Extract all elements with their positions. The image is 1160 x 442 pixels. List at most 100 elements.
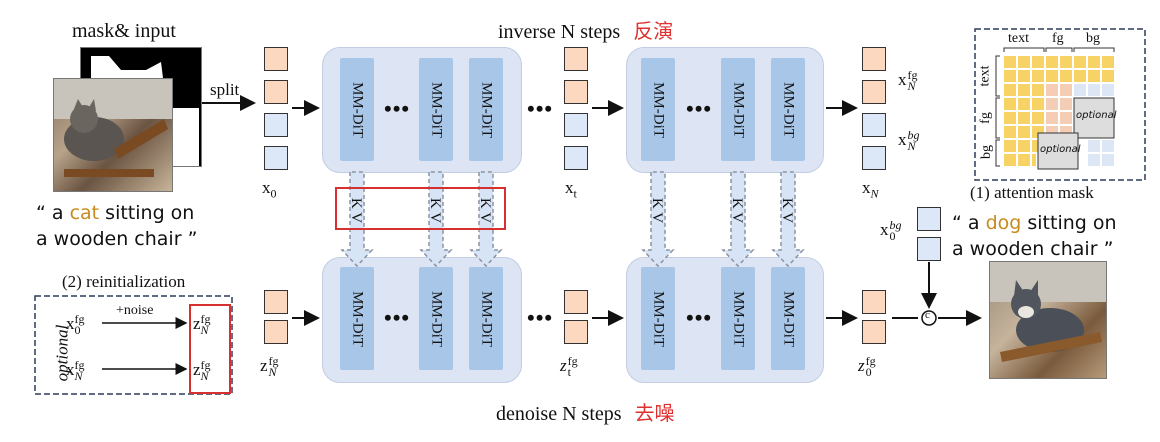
denoise-steps-title: denoise N steps 去噪 — [496, 397, 675, 426]
mmdit-block: MM-DiT — [419, 267, 453, 370]
mmdit-block: MM-DiT — [771, 267, 805, 370]
input-title: mask& input — [72, 20, 176, 42]
kv-label: K V — [729, 197, 746, 224]
denoise-steps-cn: 去噪 — [634, 403, 675, 425]
output-image — [989, 261, 1107, 379]
token-bg — [917, 207, 941, 231]
attn-mask-box — [974, 28, 1146, 181]
denoise-steps-label: denoise N steps — [496, 403, 622, 425]
inverse-steps-label: inverse N steps — [498, 21, 621, 43]
input-image — [53, 78, 173, 192]
caption-text: “ a — [36, 202, 70, 224]
mmdit-block: MM-DiT — [721, 267, 755, 370]
concat-symbol: c — [925, 309, 930, 321]
inverse-steps-title: inverse N steps 反演 — [498, 15, 673, 44]
attn-col-text: text — [1008, 31, 1029, 46]
token-fg — [564, 320, 588, 344]
noise-label: +noise — [116, 303, 154, 318]
token-fg — [264, 290, 288, 314]
kv-arrow — [340, 171, 374, 268]
inverse-steps-cn: 反演 — [633, 21, 674, 43]
mmdit-block: MM-DiT — [469, 267, 503, 370]
token-fg — [264, 47, 288, 71]
caption-keyword-cat: cat — [69, 202, 100, 224]
kv-label: K V — [348, 197, 365, 224]
token-fg — [264, 320, 288, 344]
source-caption: “ a cat sitting on a wooden chair ” — [36, 200, 197, 252]
kv-label: K V — [779, 197, 796, 224]
caption-text: a wooden chair ” — [952, 238, 1114, 260]
token-fg — [862, 320, 886, 344]
attn-optional: optional — [1040, 144, 1081, 155]
mmdit-block: MM-DiT — [419, 58, 453, 161]
ellipsis: ••• — [384, 305, 411, 330]
attn-optional: optional — [1076, 110, 1117, 121]
caption-text: a wooden chair ” — [36, 228, 198, 250]
caption-text: sitting on — [99, 202, 195, 224]
token-fg — [564, 290, 588, 314]
kv-arrow — [469, 171, 503, 268]
token-fg — [564, 47, 588, 71]
kv-arrow — [419, 171, 453, 268]
token-fg — [862, 80, 886, 104]
target-caption: “ a dog sitting on a wooden chair ” — [952, 210, 1117, 262]
kv-highlight-box — [335, 187, 506, 230]
mmdit-block: MM-DiT — [340, 267, 374, 370]
attn-col-fg: fg — [1052, 31, 1064, 46]
attn-title: (1) attention mask — [970, 183, 1094, 202]
reinit-highlight — [189, 304, 231, 394]
attn-col-bg: bg — [1086, 31, 1100, 46]
caption-text: sitting on — [1021, 212, 1117, 234]
cat-shape — [54, 79, 172, 177]
ellipsis: ••• — [527, 305, 554, 330]
mmdit-block: MM-DiT — [641, 267, 675, 370]
attn-row-bg: bg — [979, 145, 994, 159]
kv-arrow — [771, 171, 805, 268]
caption-keyword-dog: dog — [985, 212, 1022, 234]
token-bg — [862, 146, 886, 170]
kv-label: K V — [477, 197, 494, 224]
dog-shape — [990, 262, 1106, 362]
token-bg — [564, 146, 588, 170]
token-fg — [564, 80, 588, 104]
attn-row-text: text — [977, 65, 993, 87]
label-xN: xN — [862, 178, 879, 201]
ellipsis: ••• — [686, 96, 713, 121]
reinit-title: (2) reinitialization — [62, 272, 186, 291]
ellipsis: ••• — [527, 96, 554, 121]
caption-text: “ a — [952, 212, 986, 234]
split-label: split — [210, 80, 240, 99]
ellipsis: ••• — [384, 96, 411, 121]
token-bg — [264, 146, 288, 170]
mmdit-block: MM-DiT — [340, 58, 374, 161]
token-fg — [862, 47, 886, 71]
mmdit-block: MM-DiT — [641, 58, 675, 161]
reinit-box — [34, 295, 233, 395]
kv-label: K V — [427, 197, 444, 224]
attn-mask-grid — [995, 47, 1115, 170]
kv-arrow — [721, 171, 755, 268]
kv-arrow — [641, 171, 675, 268]
token-fg — [862, 290, 886, 314]
label-xt: xt — [565, 178, 577, 201]
token-bg — [264, 113, 288, 137]
attn-row-fg: fg — [977, 112, 993, 124]
kv-arrows — [340, 171, 805, 268]
kv-label: K V — [649, 197, 666, 224]
mmdit-block: MM-DiT — [721, 58, 755, 161]
token-fg — [264, 80, 288, 104]
token-bg — [564, 113, 588, 137]
token-bg — [917, 237, 941, 261]
ellipsis: ••• — [686, 305, 713, 330]
